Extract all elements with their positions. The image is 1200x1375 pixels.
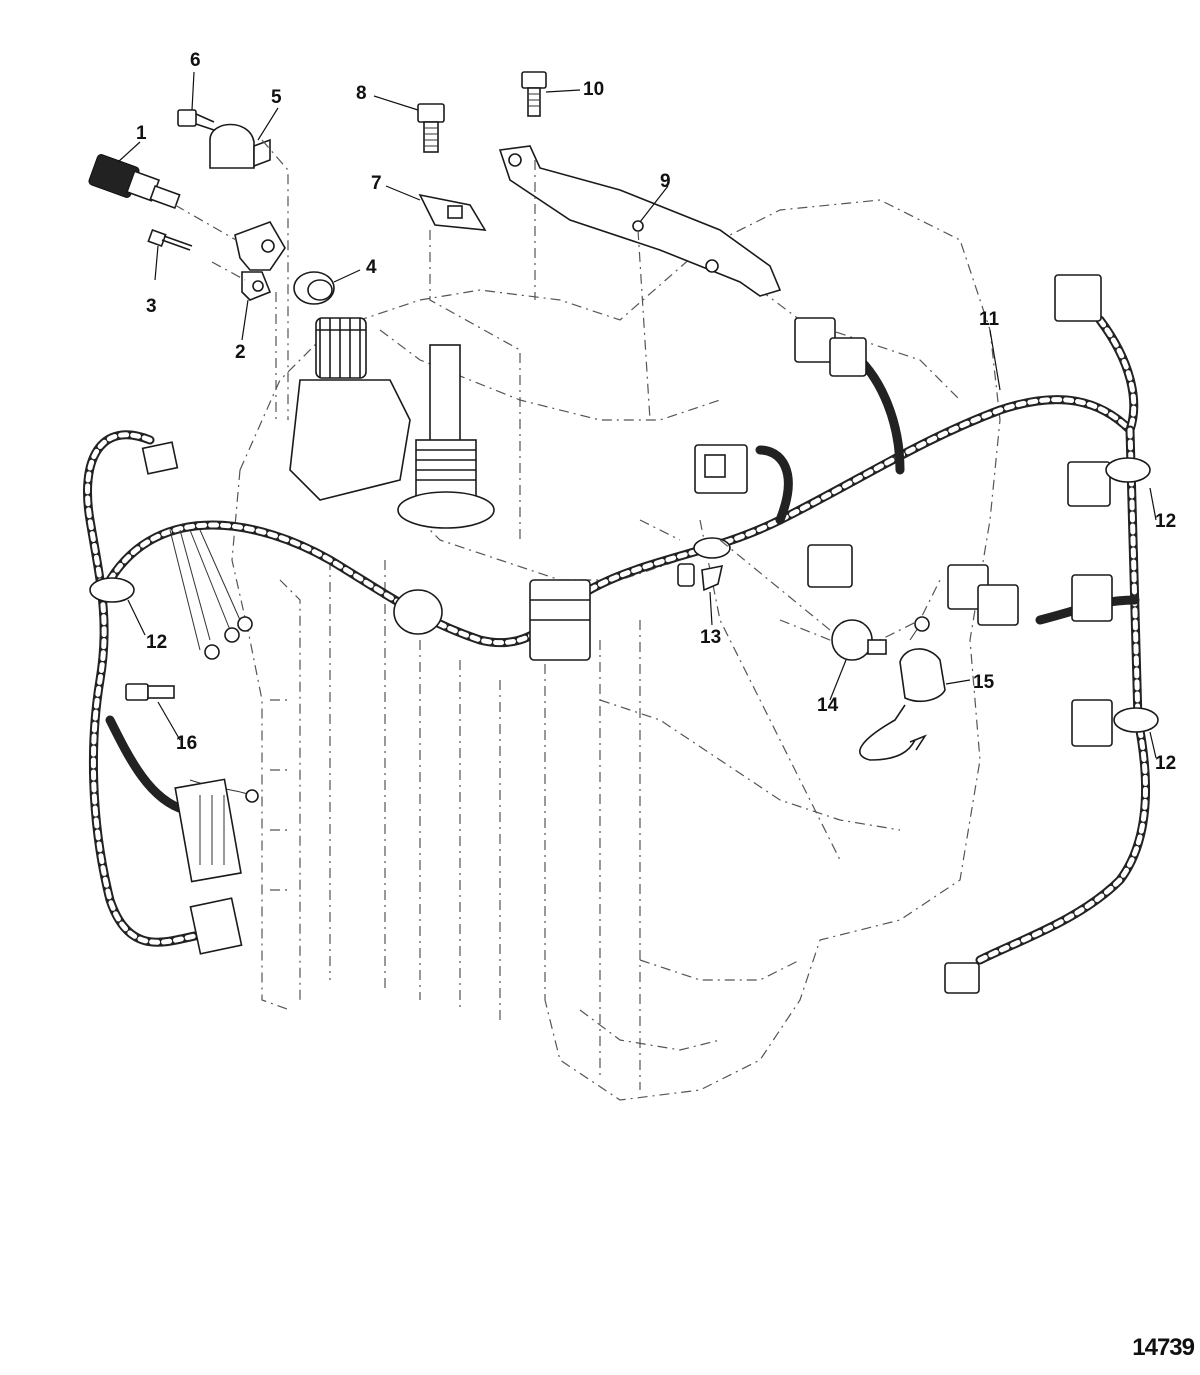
part-13-connector	[677, 563, 724, 592]
part-5-clamp	[209, 123, 271, 169]
callout-9: 9	[660, 171, 671, 192]
callout-16: 16	[176, 733, 198, 754]
callout-4: 4	[366, 257, 377, 278]
callout-12-left: 12	[146, 632, 168, 653]
harness-left	[83, 430, 565, 947]
callout-1: 1	[136, 123, 147, 144]
callout-2: 2	[235, 342, 246, 363]
part-9-plate	[498, 145, 782, 297]
callout-12-right-upper: 12	[1155, 511, 1177, 532]
callout-8: 8	[356, 83, 367, 104]
part-14-sensor	[831, 619, 887, 661]
callout-13: 13	[700, 627, 722, 648]
part-6-screw	[177, 109, 215, 131]
callout-10: 10	[583, 79, 605, 100]
callout-15: 15	[973, 672, 995, 693]
callout-12-right-lower: 12	[1155, 753, 1177, 774]
callout-7: 7	[371, 173, 382, 194]
connectors	[141, 274, 1113, 994]
figure-number: 14739	[1132, 1334, 1195, 1361]
part-3-screw	[147, 228, 193, 251]
callout-6: 6	[190, 50, 201, 71]
leader-lines	[117, 71, 1157, 759]
callout-5: 5	[271, 87, 282, 108]
part-10-bolt	[521, 71, 547, 117]
callout-11: 11	[979, 309, 1000, 330]
part-8-bolt	[417, 103, 445, 153]
part-1-sensor	[88, 154, 181, 210]
callout-14: 14	[817, 695, 839, 716]
part-4-grommet	[293, 271, 335, 305]
center-shaft	[397, 344, 495, 529]
part-16-bolt	[125, 683, 175, 701]
part-2-bracket	[234, 221, 286, 301]
starter-gear	[289, 317, 411, 501]
part-7-clip	[418, 193, 487, 231]
part-15-lead	[859, 616, 946, 761]
harness-clamps	[89, 457, 1159, 733]
callout-3: 3	[146, 296, 157, 317]
assembly-lines	[174, 139, 831, 631]
